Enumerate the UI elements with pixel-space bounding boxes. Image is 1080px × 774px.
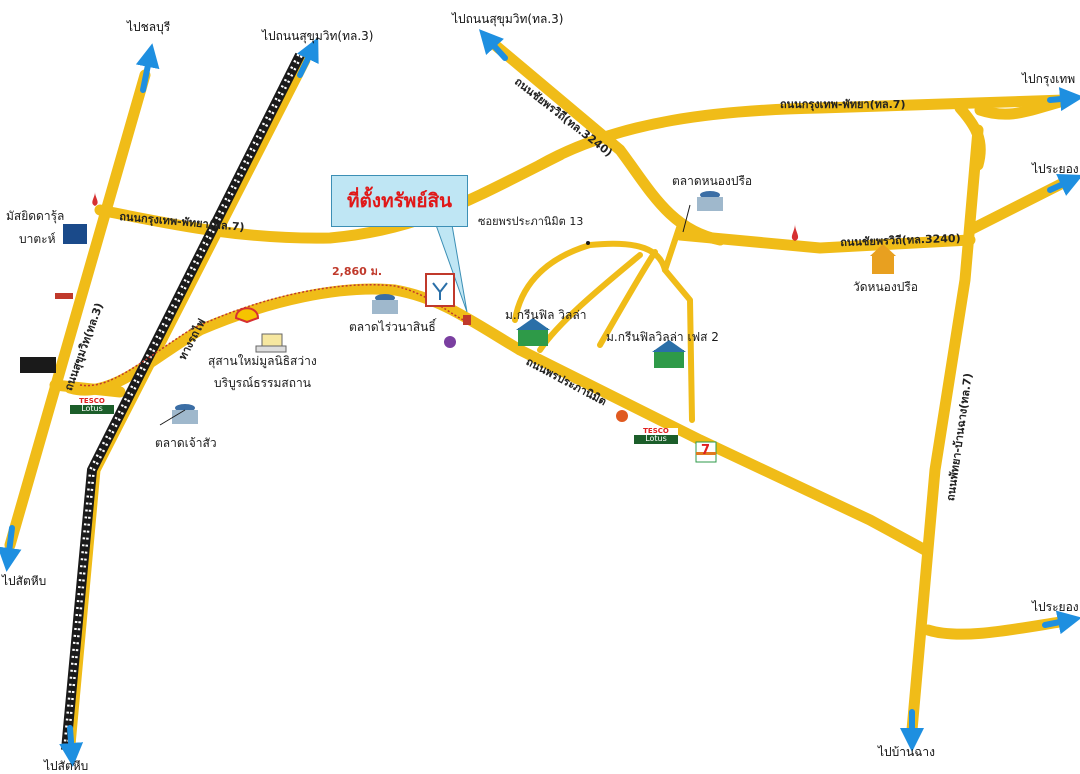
arrow-bangkok	[1047, 87, 1080, 112]
dest-rayong-top: ไประยอง	[1032, 162, 1079, 176]
house-icon-2	[652, 340, 686, 368]
market-icon-1	[372, 294, 398, 314]
road-soi-13	[512, 240, 695, 423]
small-red-logo-icon	[55, 293, 73, 299]
tesco-text-1: TESCO	[70, 398, 114, 405]
dest-sattahip-bottom: ไปสัตหีบ	[44, 759, 89, 773]
dest-chonburi: ไปชลบุรี	[127, 20, 171, 34]
arrow-rayong-top	[1047, 174, 1080, 196]
place-mosque-line2: บาตะห์	[19, 232, 56, 246]
callout-pointer	[435, 224, 468, 313]
railway-track	[61, 52, 305, 751]
road-label-soi-13: ซอยพรประภานิมิต 13	[478, 215, 584, 228]
lotus-text-1: Lotus	[81, 404, 103, 413]
dest-rayong-bottom: ไประยอง	[1032, 600, 1079, 614]
dest-sukhumvit-right: ไปถนนสุขุมวิท(ทล.3)	[452, 12, 564, 26]
market-icon-2	[172, 404, 198, 424]
seven-eleven-logo	[695, 441, 717, 463]
cemetery-icon	[255, 333, 287, 353]
place-cemetery-line2: บริบูรณ์ธรรมสถาน	[214, 376, 311, 390]
place-chaosua-market: ตลาดเจ้าสัว	[155, 436, 217, 450]
road-label-bangkok-pattaya-right: ถนนกรุงเทพ-พัทยา(ทล.7)	[780, 98, 906, 111]
place-green-field-villa: ม.กรีนฟิล วิลล่า	[505, 308, 587, 322]
arrow-rayong-bottom	[1042, 610, 1080, 635]
place-mosque-line1: มัสยิดดารุ้ล	[6, 209, 65, 223]
dest-ban-chang: ไปบ้านฉาง	[878, 745, 935, 759]
place-nong-prue-market: ตลาดหนองปรือ	[672, 174, 753, 188]
bigc-logo-icon	[20, 357, 56, 373]
road-bangkok-pattaya-top	[534, 94, 1071, 171]
chaosua-pointer	[159, 409, 186, 426]
tesco-text-2: TESCO	[634, 428, 678, 435]
road-soi-13-d	[662, 222, 683, 273]
house-icon-1	[516, 318, 550, 346]
place-rai-wana-market: ตลาดไร่วนาสินธิ์	[349, 320, 436, 334]
gas-station-icon-1	[92, 192, 98, 206]
university-logo-icon	[444, 336, 456, 348]
road-3240-east	[674, 229, 976, 254]
road-pattaya-banchang	[906, 124, 984, 736]
arrow-sukhumvit-right	[478, 29, 508, 61]
arrow-sattahip-left	[0, 525, 22, 572]
nong-prue-pointer	[682, 204, 691, 233]
dest-sattahip-left: ไปสัตหีบ	[2, 574, 47, 588]
gas-station-icon-2	[791, 224, 799, 241]
soi-13-dot	[586, 241, 590, 245]
property-marker	[463, 315, 471, 325]
fire-logo-icon	[616, 410, 628, 422]
callout-title: ที่ตั้งทรัพย์สิน	[346, 190, 453, 212]
dest-sukhumvit-left: ไปถนนสุขุมวิท(ทล.3)	[262, 29, 374, 43]
arrow-sukhumvit-left	[296, 37, 319, 78]
market-icon-3	[697, 191, 723, 211]
road-bangkok-pattaya-left	[94, 149, 566, 244]
property-callout: ที่ตั้งทรัพย์สิน	[331, 175, 468, 227]
temple-icon	[870, 244, 896, 274]
dest-bangkok: ไปกรุงเทพ	[1022, 72, 1076, 86]
mosque-icon	[63, 224, 87, 244]
arrow-chonburi	[135, 43, 160, 93]
seven-eleven-text: 7	[701, 443, 711, 458]
road-rayong-bottom	[922, 616, 1066, 640]
route-dotted-line	[79, 284, 469, 387]
place-wat-nong-prue: วัดหนองปรือ	[853, 280, 918, 294]
road-soi-13-c	[597, 249, 658, 348]
place-green-field-villa-2: ม.กรีนฟิลวิลล่า เฟส 2	[606, 330, 719, 344]
road-left-connector	[49, 379, 126, 398]
poi-box-icon	[425, 273, 455, 307]
shell-icon	[234, 307, 260, 324]
arrow-sattahip-bottom	[59, 725, 84, 767]
road-sukhumvit-left	[4, 69, 151, 551]
place-cemetery-line1: สุสานใหม่มูลนิธิสว่าง	[208, 354, 317, 368]
lotus-text-2: Lotus	[645, 434, 667, 443]
distance-label: 2,860 ม.	[332, 265, 383, 278]
